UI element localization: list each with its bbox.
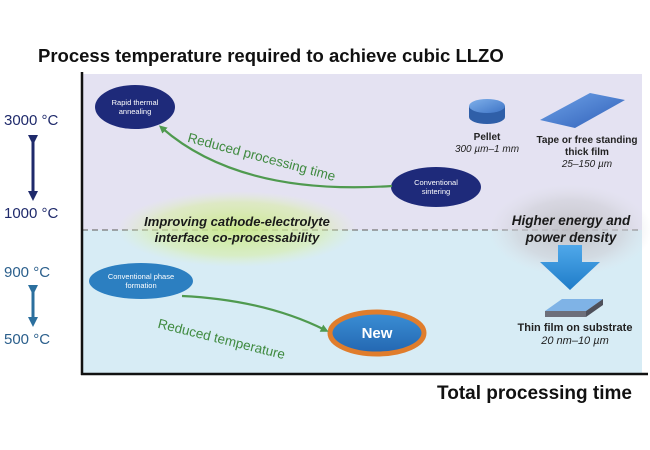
- thin-film-shape: [545, 299, 603, 317]
- temperature-500-label: 500 °C: [4, 331, 51, 348]
- page-title: Process temperature required to achieve …: [38, 45, 504, 66]
- reduced-temperature-arrow: [181, 294, 329, 332]
- new-process-ellipse: [327, 309, 427, 357]
- energy-glow: [488, 184, 650, 276]
- new-process-label: New: [361, 324, 393, 342]
- pellet-caption: Pellet 300 µm–1 mm: [450, 132, 524, 156]
- conventional-sintering-label: Conventional sintering: [414, 178, 458, 196]
- thin-film-arrow: [540, 245, 600, 290]
- rapid-thermal-annealing-label: Rapid thermal annealing: [111, 98, 159, 116]
- temperature-1000-label: 1000 °C: [4, 205, 59, 222]
- thin-film-caption: Thin film on substrate 20 nm–10 µm: [508, 322, 642, 348]
- rapid-thermal-annealing-ellipse: [95, 85, 175, 129]
- thin-film-size: 20 nm–10 µm: [541, 335, 609, 347]
- pellet-size: 300 µm–1 mm: [454, 144, 520, 155]
- tape-name: Tape or free standing thick film: [536, 135, 638, 158]
- interface-glow: [117, 191, 357, 267]
- conventional-sintering-ellipse: [391, 167, 481, 207]
- energy-density-label: Higher energy and power density: [511, 213, 631, 245]
- tape-caption: Tape or free standing thick film 25–150 …: [532, 135, 642, 171]
- reduced-processing-time-arrow: [158, 125, 393, 189]
- tape-shape: [540, 93, 625, 128]
- pellet-name: Pellet: [473, 132, 501, 143]
- conventional-phase-formation-ellipse: [89, 263, 193, 299]
- conventional-phase-formation-label: Conventional phase formation: [107, 272, 175, 290]
- temperature-900-label: 900 °C: [4, 264, 51, 281]
- pellet-shape: [469, 99, 505, 124]
- tape-size: 25–150 µm: [561, 159, 613, 170]
- temperature-3000-label: 3000 °C: [4, 112, 59, 129]
- thin-film-name: Thin film on substrate: [517, 322, 633, 334]
- interface-label: Improving cathode-electrolyte interface …: [144, 214, 330, 245]
- x-axis-label: Total processing time: [437, 383, 632, 404]
